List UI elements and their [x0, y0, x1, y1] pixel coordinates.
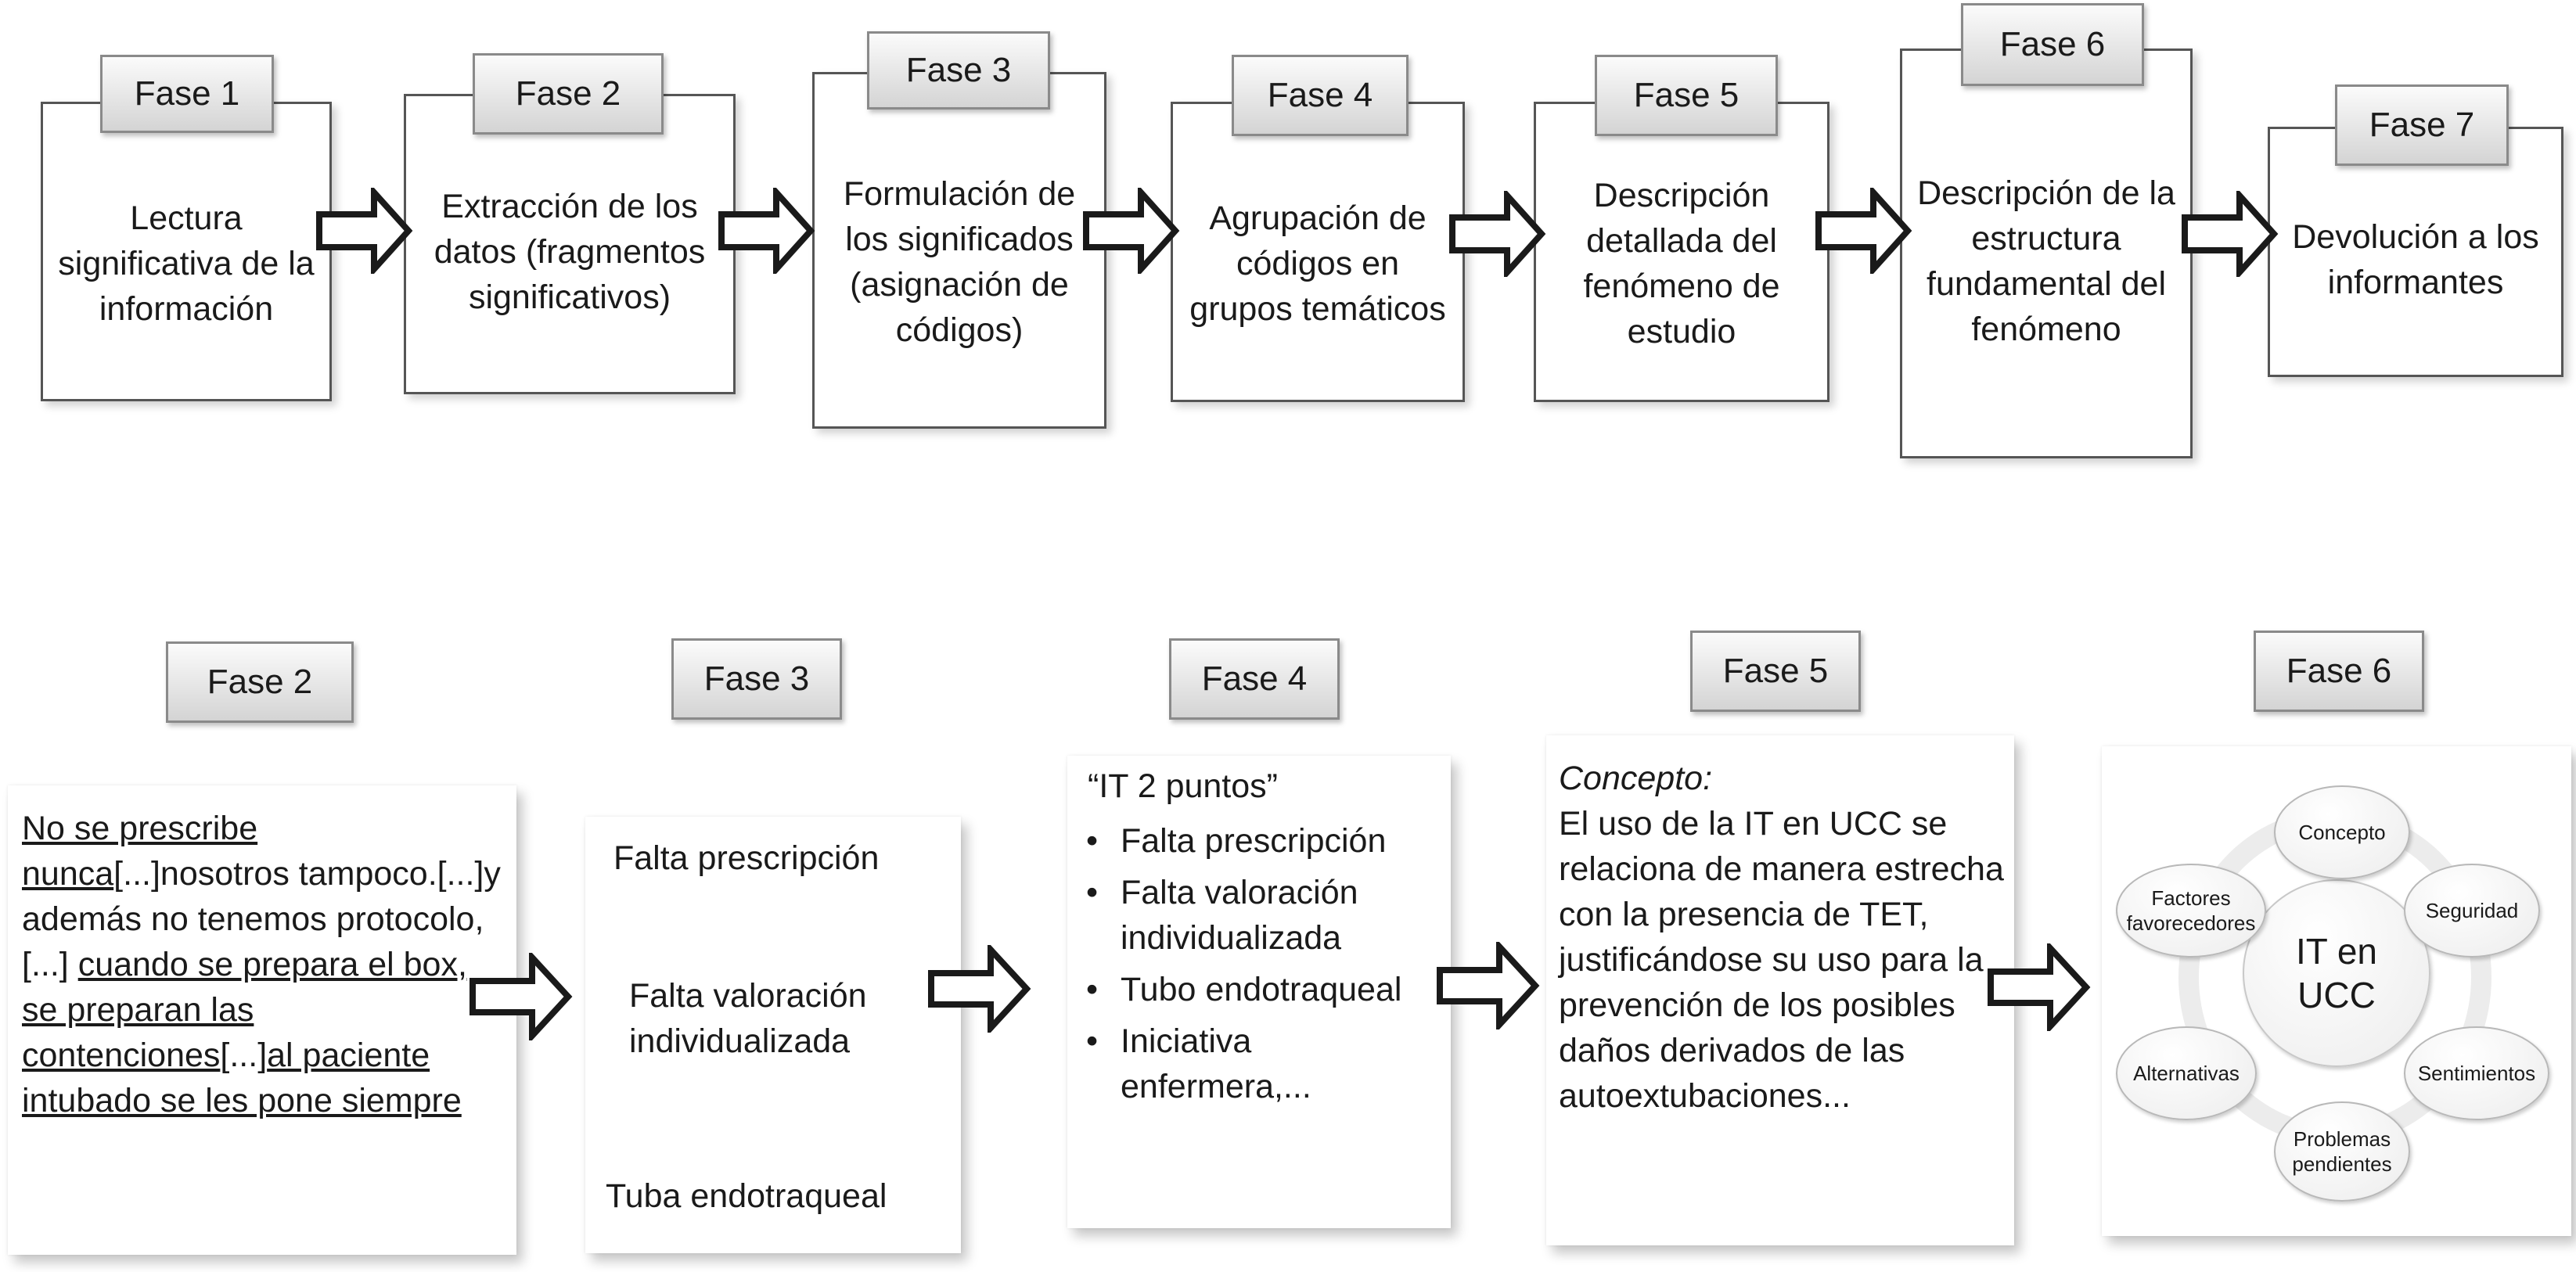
arrow-right-icon — [1437, 942, 1540, 1029]
group-title: “IT 2 puntos” — [1088, 767, 1278, 805]
theme-node-label: Sentimientos — [2417, 1062, 2536, 1085]
example-phase-3-card: Falta prescripción Falta valoración indi… — [585, 817, 961, 1253]
phase-4-tab: Fase 4 — [1232, 55, 1409, 136]
phase-2-text: Extracción de los datos (fragmentos sign… — [434, 188, 706, 316]
phase-7-box: Devolución a los informantes — [2268, 127, 2563, 377]
example-phase-2-card: No se prescribe nunca[...]nosotros tampo… — [8, 785, 516, 1255]
phase-7-text: Devolución a los informantes — [2292, 218, 2539, 301]
description-text: El uso de la IT en UCC se relaciona de m… — [1559, 805, 2004, 1115]
example-phase-3-tab: Fase 3 — [671, 638, 842, 720]
theme-node-seguridad: Seguridad — [2404, 864, 2540, 958]
phase-6-tab: Fase 6 — [1961, 3, 2144, 86]
arrow-right-icon — [718, 188, 815, 274]
quote-fragment: No se prescribe nunca[...]nosotros tampo… — [22, 806, 507, 1123]
example-phase-6-tab: Fase 6 — [2254, 631, 2424, 712]
theme-node-label: Concepto — [2298, 821, 2386, 844]
theme-node-alternativas: Alternativas — [2116, 1026, 2257, 1120]
theme-center-label: IT en UCC — [2296, 931, 2377, 1015]
example-phase-2-tab: Fase 2 — [166, 641, 354, 723]
example-phase-6-card: IT en UCC Concepto Seguridad Sentimiento… — [2102, 746, 2571, 1236]
phase-5-box: Descripción detallada del fenómeno de es… — [1534, 102, 1829, 402]
phase-2-box: Extracción de los datos (fragmentos sign… — [404, 94, 736, 394]
example-phase-5-tab: Fase 5 — [1690, 631, 1861, 712]
theme-node-factores: Factores favorecedores — [2116, 864, 2266, 958]
theme-node-label: Factores favorecedores — [2126, 886, 2256, 935]
theme-center: IT en UCC — [2243, 879, 2430, 1067]
theme-node-sentimientos: Sentimientos — [2404, 1026, 2549, 1120]
phase-1-tab: Fase 1 — [100, 55, 274, 133]
phase-5-text: Descripción detallada del fenómeno de es… — [1583, 177, 1780, 350]
phase-3-text: Formulación de los significados (asignac… — [843, 175, 1076, 349]
phase-4-box: Agrupación de códigos en grupos temático… — [1171, 102, 1465, 402]
phase-4-text: Agrupación de códigos en grupos temático… — [1189, 199, 1446, 328]
arrow-right-icon — [1815, 188, 1912, 274]
theme-node-label: Alternativas — [2133, 1062, 2240, 1085]
phase-6-text: Descripción de la estructura fundamental… — [1917, 174, 2175, 348]
code-item: Tuba endotraqueal — [606, 1177, 887, 1215]
phase-7-tab: Fase 7 — [2335, 84, 2509, 166]
quote-plain: [...] — [220, 1037, 268, 1074]
theme-node-problemas: Problemas pendientes — [2274, 1101, 2410, 1202]
group-bullet: Iniciativa enfermera,... — [1072, 1019, 1448, 1109]
group-bullet: Tubo endotraqueal — [1072, 967, 1448, 1012]
phase-2-tab: Fase 2 — [473, 53, 664, 135]
example-phase-4-tab: Fase 4 — [1169, 638, 1340, 720]
code-item: Falta valoración individualizada — [629, 977, 867, 1060]
phase-3-tab: Fase 3 — [867, 31, 1050, 110]
example-phase-5-card: Concepto: El uso de la IT en UCC se rela… — [1546, 735, 2014, 1245]
quote-highlight: cuando se prepara el box, se preparan la… — [22, 946, 467, 1074]
phase-1-text: Lectura significativa de la información — [58, 199, 315, 328]
example-phase-4-card: “IT 2 puntos” Falta prescripción Falta v… — [1067, 756, 1451, 1228]
arrow-right-icon — [470, 953, 573, 1040]
group-bullet: Falta valoración individualizada — [1072, 870, 1448, 961]
theme-node-label: Seguridad — [2425, 899, 2519, 922]
description-heading: Concepto: — [1559, 760, 1713, 797]
arrow-right-icon — [928, 945, 1031, 1033]
phase-3-box: Formulación de los significados (asignac… — [812, 72, 1106, 429]
phase-6-box: Descripción de la estructura fundamental… — [1900, 49, 2193, 458]
group-bullet-list: Falta prescripción Falta valoración indi… — [1072, 818, 1448, 1109]
phase-1-box: Lectura significativa de la información — [41, 102, 332, 401]
quote-plain: [...]nosotros tampoco.[...]y además no t… — [22, 855, 501, 983]
quote-highlight: al paciente intubado se les pone siempre — [22, 1037, 462, 1119]
phase-5-tab: Fase 5 — [1595, 55, 1778, 136]
theme-node-label: Problemas pendientes — [2292, 1127, 2392, 1176]
theme-node-concepto: Concepto — [2274, 785, 2410, 879]
arrow-right-icon — [1988, 943, 2091, 1031]
quote-highlight: No se prescribe nunca — [22, 810, 258, 893]
arrow-right-icon — [1449, 191, 1546, 277]
arrow-right-icon — [1083, 188, 1180, 274]
code-item: Falta prescripción — [613, 839, 880, 877]
arrow-right-icon — [316, 188, 413, 274]
group-bullet: Falta prescripción — [1072, 818, 1448, 864]
arrow-right-icon — [2182, 191, 2279, 277]
